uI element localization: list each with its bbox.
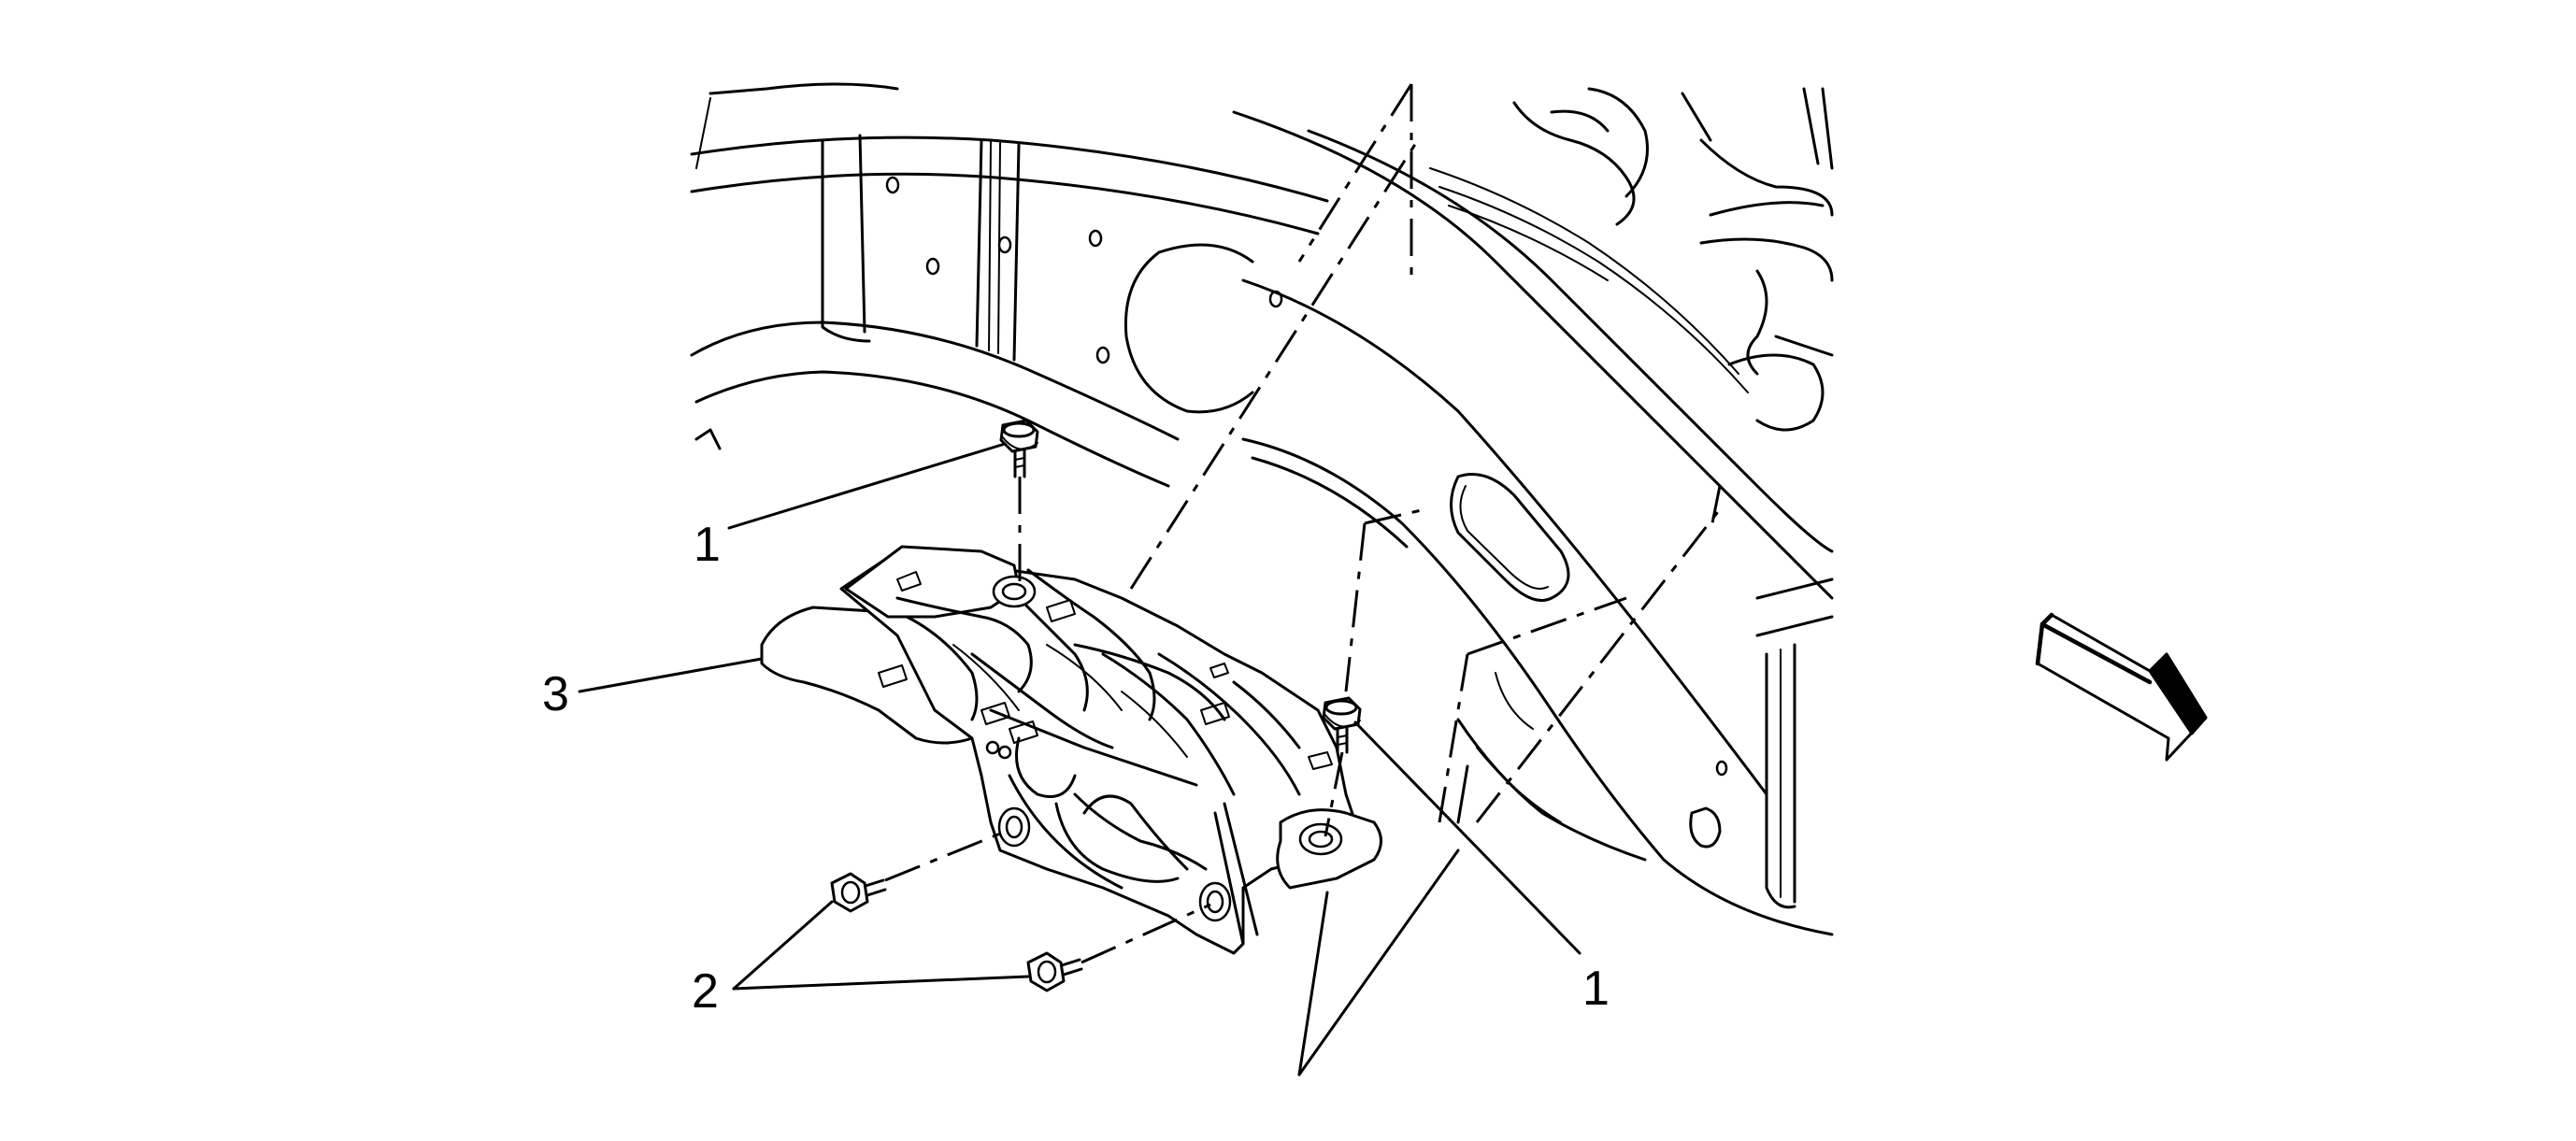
bolt-2-upper: [830, 872, 887, 913]
callout-1-right: 1: [1582, 962, 1610, 1016]
direction-arrow-icon: [2035, 612, 2208, 762]
bolt-1-upper-left: [999, 419, 1039, 478]
vehicle-frame: [690, 82, 1834, 936]
leader-lines: [578, 442, 1581, 1077]
bolt-2-lower: [1026, 951, 1083, 992]
bolt-1-right: [1322, 696, 1362, 754]
callout-2: 2: [692, 964, 719, 1019]
callout-3: 3: [542, 667, 569, 721]
alignment-lines: [884, 83, 1722, 964]
callout-1-left: 1: [694, 518, 721, 572]
bracket-part-3: [760, 545, 1382, 955]
